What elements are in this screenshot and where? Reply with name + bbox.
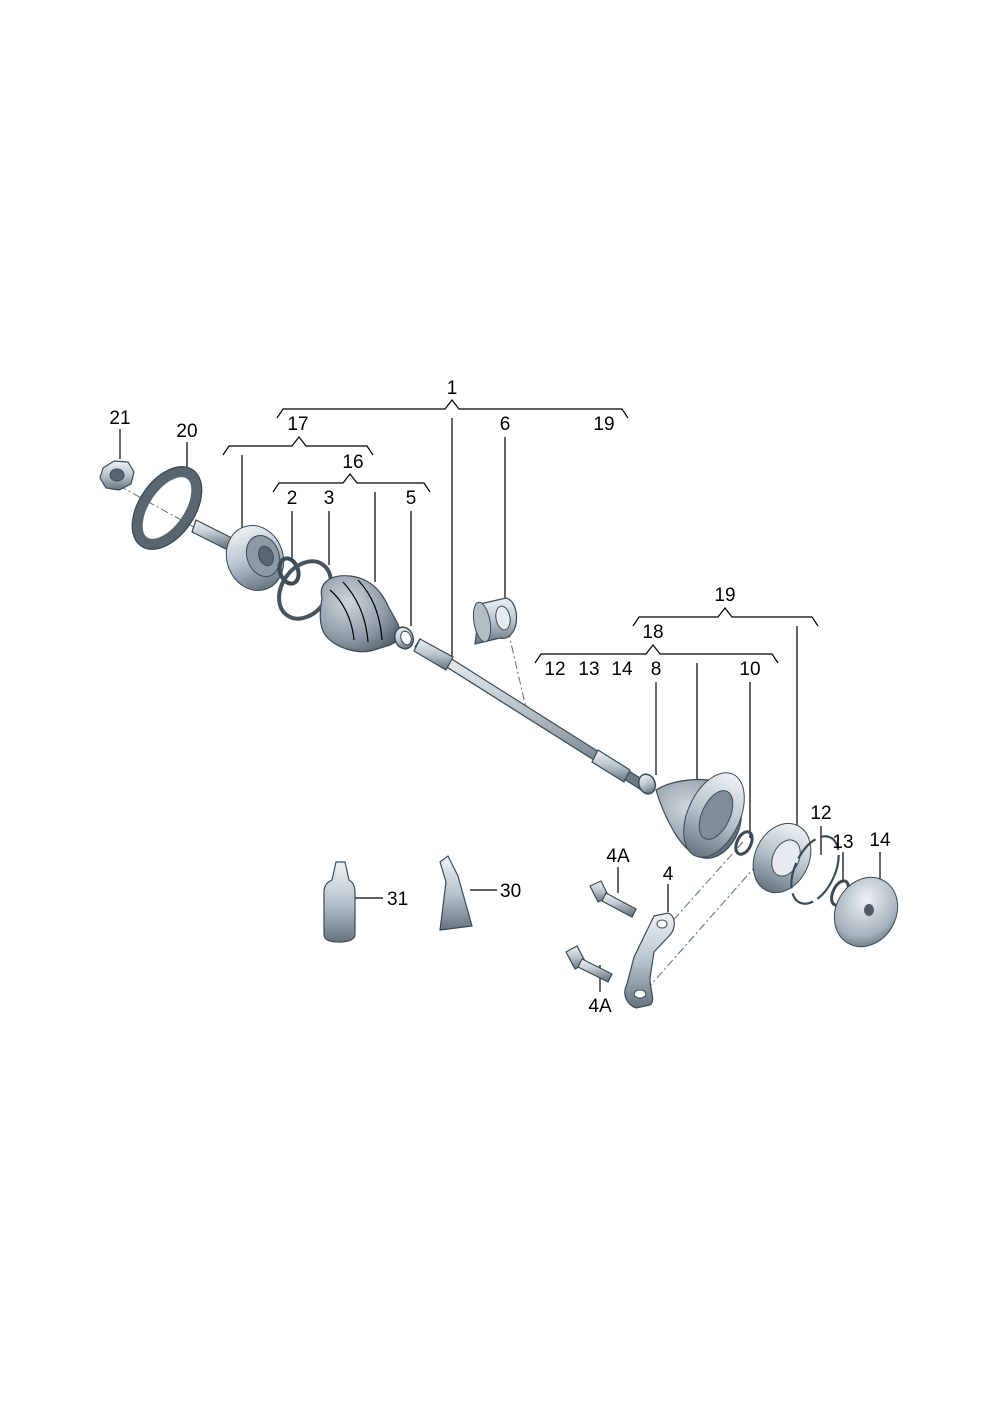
label-4: 4 xyxy=(663,864,674,885)
label-13-lower: 13 xyxy=(832,832,853,853)
vibration-damper xyxy=(472,597,518,645)
inner-boot-clamp xyxy=(637,773,657,795)
part-labels: 1 17 19 6 16 21 20 2 3 5 19 18 12 13 14 … xyxy=(109,378,891,1017)
label-8: 8 xyxy=(651,659,662,680)
label-12-lower: 12 xyxy=(810,803,831,824)
thrust-washer xyxy=(131,466,203,550)
label-30: 30 xyxy=(500,881,521,902)
label-2: 2 xyxy=(287,488,298,509)
label-14-upper: 14 xyxy=(611,659,633,680)
o-ring xyxy=(734,830,754,856)
label-10: 10 xyxy=(739,659,760,680)
label-18: 18 xyxy=(642,622,663,643)
label-20: 20 xyxy=(176,421,197,442)
sealant-bottle xyxy=(323,861,356,943)
label-4a-top: 4A xyxy=(606,846,630,867)
nut xyxy=(99,460,135,491)
label-12-upper: 12 xyxy=(544,659,565,680)
small-boot-clamp xyxy=(393,626,415,650)
label-16: 16 xyxy=(342,452,363,473)
outer-cv-joint xyxy=(191,519,285,591)
label-6: 6 xyxy=(500,414,511,435)
label-19-right: 19 xyxy=(714,585,735,606)
protective-cap xyxy=(833,876,899,948)
label-31: 31 xyxy=(387,889,408,910)
inner-cv-joint xyxy=(752,822,812,894)
label-3: 3 xyxy=(324,488,335,509)
retaining-clip xyxy=(790,835,840,905)
label-21: 21 xyxy=(109,408,130,429)
outer-joint-boot xyxy=(319,575,401,653)
label-4a-bottom: 4A xyxy=(588,996,612,1017)
label-14-lower: 14 xyxy=(869,830,891,851)
label-17: 17 xyxy=(287,414,308,435)
label-1: 1 xyxy=(447,378,458,399)
label-19-top: 19 xyxy=(593,414,614,435)
grease-tube xyxy=(439,855,473,931)
bolt-bottom xyxy=(565,945,613,983)
bracket xyxy=(624,912,675,1009)
inner-joint-boot xyxy=(655,772,745,859)
bolt-top xyxy=(589,880,637,918)
label-5: 5 xyxy=(406,488,417,509)
drive-shaft xyxy=(413,638,649,792)
label-13-upper: 13 xyxy=(578,659,599,680)
leader-lines xyxy=(104,399,881,1005)
